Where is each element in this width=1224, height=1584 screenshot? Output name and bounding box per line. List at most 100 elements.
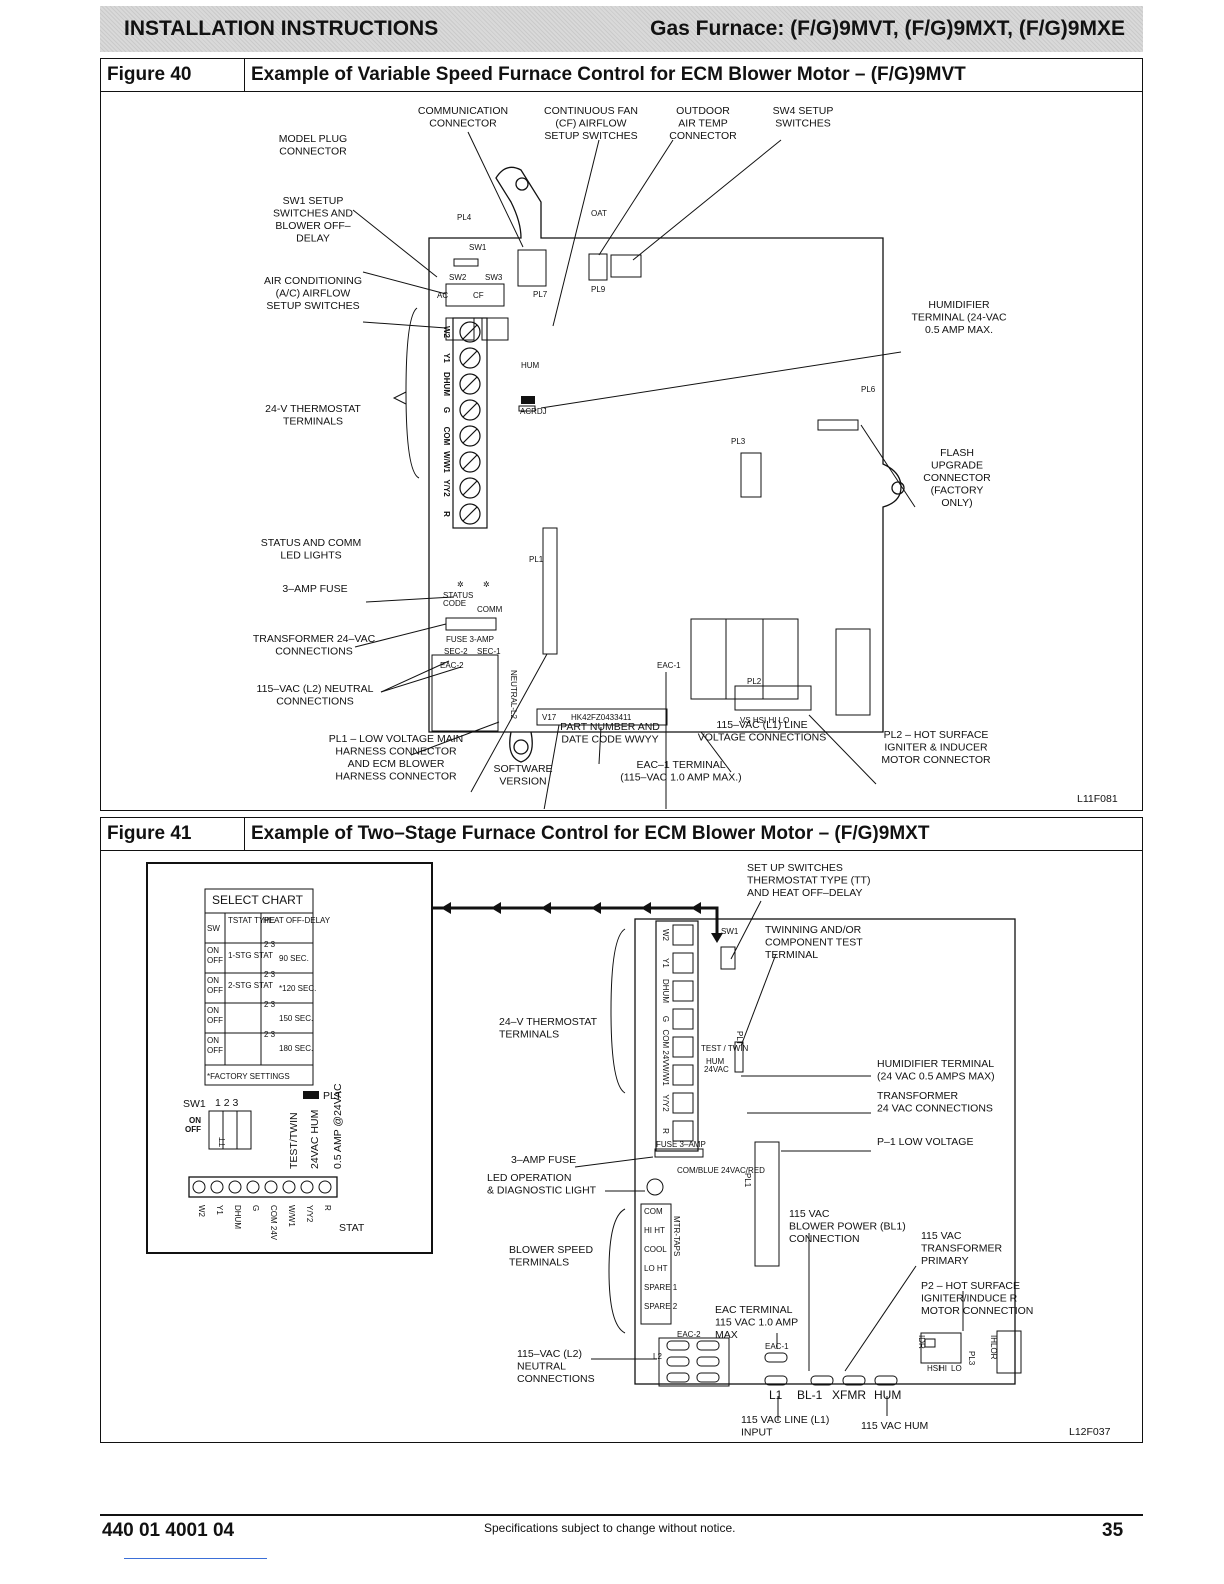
inset-terminal-label: Y/Y2 bbox=[305, 1205, 314, 1223]
board-pl3-label: PL3 bbox=[967, 1351, 976, 1366]
eac2-neutral-block bbox=[431, 654, 499, 732]
eac1-label: EAC-1 bbox=[657, 661, 681, 670]
pl1-callout-line: HARNESS CONNECTOR bbox=[335, 771, 457, 783]
transformer-callout-41-line: 24 VAC CONNECTIONS bbox=[877, 1103, 993, 1115]
terminal-label: Y1 bbox=[442, 353, 451, 363]
board-terminal-label: W2 bbox=[661, 929, 670, 942]
flash-callout-line: ONLY) bbox=[941, 497, 972, 509]
humidifier-callout-41-line: (24 VAC 0.5 AMPS MAX) bbox=[877, 1071, 995, 1083]
chart-row-on: ON bbox=[207, 1006, 219, 1015]
model-plug-callout-line: MODEL PLUG bbox=[279, 133, 347, 145]
select-chart-footnote: *FACTORY SETTINGS bbox=[207, 1072, 290, 1081]
p2-callout-line: MOTOR CONNECTION bbox=[921, 1305, 1033, 1317]
relays bbox=[690, 618, 799, 700]
board-hum-v-label: 24VAC bbox=[704, 1065, 729, 1074]
line-voltage-callout-line: 115–VAC (L1) LINE bbox=[716, 719, 807, 731]
blower-speed-callout-line: BLOWER SPEED bbox=[509, 1244, 593, 1256]
xfmr-primary-callout-line: 115 VAC bbox=[921, 1230, 962, 1242]
board-eac2-label: EAC-2 bbox=[677, 1330, 701, 1339]
board-terminal-screw bbox=[672, 1008, 694, 1030]
inset-terminal-label: W2 bbox=[197, 1205, 206, 1218]
transformer-callout-line: TRANSFORMER 24–VAC bbox=[253, 633, 376, 645]
software-callout-line: VERSION bbox=[499, 776, 546, 788]
figure-41-header: Figure 41 Example of Two–Stage Furnace C… bbox=[101, 818, 1142, 851]
neutral-callout-line: 115–VAC (L2) NEUTRAL bbox=[257, 683, 374, 695]
board-ihlor-label: IHLOR bbox=[989, 1335, 998, 1360]
part-number-plate bbox=[536, 708, 668, 726]
board-terminal-label: Y1 bbox=[661, 958, 670, 968]
sw3-label: SW3 bbox=[485, 273, 503, 282]
comm-connector-callout-line: COMMUNICATION bbox=[418, 105, 508, 117]
cf-label: CF bbox=[473, 291, 484, 300]
code-label: CODE bbox=[443, 599, 466, 608]
inset-terminal-label: W/W1 bbox=[287, 1205, 296, 1227]
sw1-callout-line: SWITCHES AND bbox=[273, 208, 353, 220]
blower-speed-label: SPARE 2 bbox=[644, 1302, 678, 1311]
sw2-label: SW2 bbox=[449, 273, 467, 282]
pl1-connector bbox=[542, 527, 558, 655]
led-callout-line: LED OPERATION bbox=[487, 1172, 571, 1184]
inset-terminal-label: R bbox=[323, 1205, 332, 1211]
inset-terminal-label: DHUM bbox=[233, 1205, 242, 1229]
chart-row-switch-pos: 2 3 bbox=[264, 940, 276, 949]
bottom-terminal-label: XFMR bbox=[832, 1388, 866, 1402]
sw3-switches bbox=[481, 317, 509, 341]
p2-callout-line: P2 – HOT SURFACE bbox=[921, 1280, 1020, 1292]
figure-41-code: L12F037 bbox=[1069, 1426, 1111, 1438]
twinning-callout-line: COMPONENT TEST bbox=[765, 937, 863, 949]
chart-row-tstat: 1-STG STAT bbox=[228, 951, 273, 960]
board-test-twin-label: TEST / TWIN bbox=[701, 1044, 748, 1053]
thermostat-callout-41-line: 24–V THERMOSTAT bbox=[499, 1016, 598, 1028]
chart-row-off: OFF bbox=[207, 956, 223, 965]
pl2-connector bbox=[734, 685, 812, 711]
chart-row-on: ON bbox=[207, 1036, 219, 1045]
blower-speed-label: SPARE 1 bbox=[644, 1283, 678, 1292]
figure-40-header: Figure 40 Example of Variable Speed Furn… bbox=[101, 59, 1142, 92]
pl3-connector-area bbox=[920, 1330, 1022, 1374]
status-label: STATUS bbox=[443, 591, 473, 600]
transformer-callout-line: CONNECTIONS bbox=[275, 646, 353, 658]
bottom-terminal-label: BL-1 bbox=[797, 1388, 823, 1402]
board-hum-label: HUM bbox=[706, 1057, 725, 1066]
inset-arrow bbox=[433, 906, 719, 937]
inset-tt-label: TT bbox=[218, 1137, 227, 1147]
chart-row-delay: 90 SEC. bbox=[279, 954, 309, 963]
setup-switches-callout-line: THERMOSTAT TYPE (TT) bbox=[747, 875, 870, 887]
inset-sw1-label: SW1 bbox=[183, 1098, 206, 1110]
comm-led-icon: ✲ bbox=[483, 580, 490, 589]
pl3-label: PL3 bbox=[731, 437, 746, 446]
figure-40-title: Example of Variable Speed Furnace Contro… bbox=[251, 64, 966, 85]
outdoor-temp-callout-line: AIR TEMP bbox=[678, 118, 727, 130]
inset-terminal-screw bbox=[264, 1180, 278, 1194]
pl7-connector bbox=[517, 249, 547, 287]
hum-label: HUM bbox=[521, 361, 540, 370]
p1-connector bbox=[754, 1141, 780, 1267]
figure-41-leaders bbox=[574, 900, 964, 1421]
board-terminal-screw bbox=[672, 1064, 694, 1086]
ac-label: AC bbox=[437, 291, 448, 300]
pl2-callout-line: IGNITER & INDUCER bbox=[884, 742, 988, 754]
pl4-connector bbox=[453, 258, 479, 267]
pl7-label: PL7 bbox=[533, 290, 548, 299]
chart-header-delay: HEAT OFF-DELAY bbox=[263, 916, 331, 925]
eac-callout-line: EAC TERMINAL bbox=[715, 1304, 793, 1316]
transformer-block bbox=[835, 628, 871, 716]
board-terminal-screw bbox=[672, 980, 694, 1002]
board-terminal-label: G bbox=[661, 1016, 670, 1022]
outdoor-temp-callout-line: OUTDOOR bbox=[676, 105, 730, 117]
humidifier-callout-line: HUMIDIFIER bbox=[928, 299, 990, 311]
blower-speed-callout-line: TERMINALS bbox=[509, 1257, 569, 1269]
inset-panel bbox=[146, 862, 433, 1254]
figure-40-number: Figure 40 bbox=[101, 59, 245, 91]
line-input-callout-line: 115 VAC LINE (L1) bbox=[741, 1414, 829, 1426]
inset-test-twin-label: TEST/TWIN bbox=[288, 1112, 300, 1169]
thermostat-terminal-strip bbox=[452, 317, 488, 529]
blower-power-callout-line: BLOWER POWER (BL1) bbox=[789, 1221, 906, 1233]
chart-header-tstat: TSTAT TYPE bbox=[228, 916, 275, 925]
board-idr-label: IDR bbox=[917, 1335, 926, 1349]
inset-terminal-strip bbox=[188, 1176, 338, 1198]
comm-label: COMM bbox=[477, 605, 503, 614]
chart-row-on: ON bbox=[207, 946, 219, 955]
ac-switches-callout-line: AIR CONDITIONING bbox=[264, 275, 362, 287]
